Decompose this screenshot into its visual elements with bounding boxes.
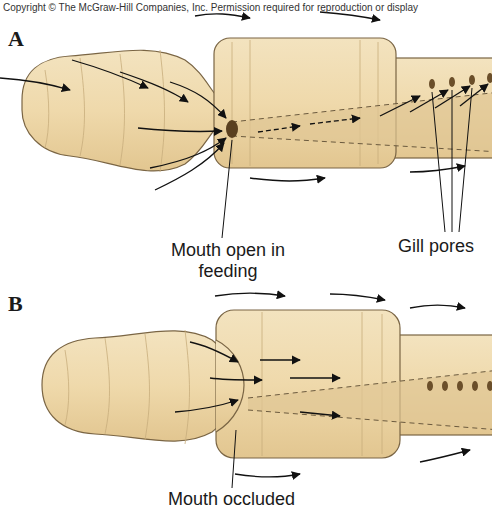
part-label: Gill pores: [398, 236, 474, 257]
proboscis: [22, 50, 220, 171]
panel-letter: B: [8, 291, 23, 316]
worm-b: [42, 293, 492, 488]
mouth-open: [226, 120, 238, 138]
worm-a: [0, 12, 492, 238]
part-label: Mouth open in feeding: [158, 240, 298, 281]
copyright-note: Copyright © The McGraw-Hill Companies, I…: [3, 2, 418, 14]
part-label: Mouth occluded: [168, 489, 295, 510]
panel-letter: A: [8, 26, 24, 51]
collar: [216, 310, 400, 458]
collar: [214, 38, 396, 168]
